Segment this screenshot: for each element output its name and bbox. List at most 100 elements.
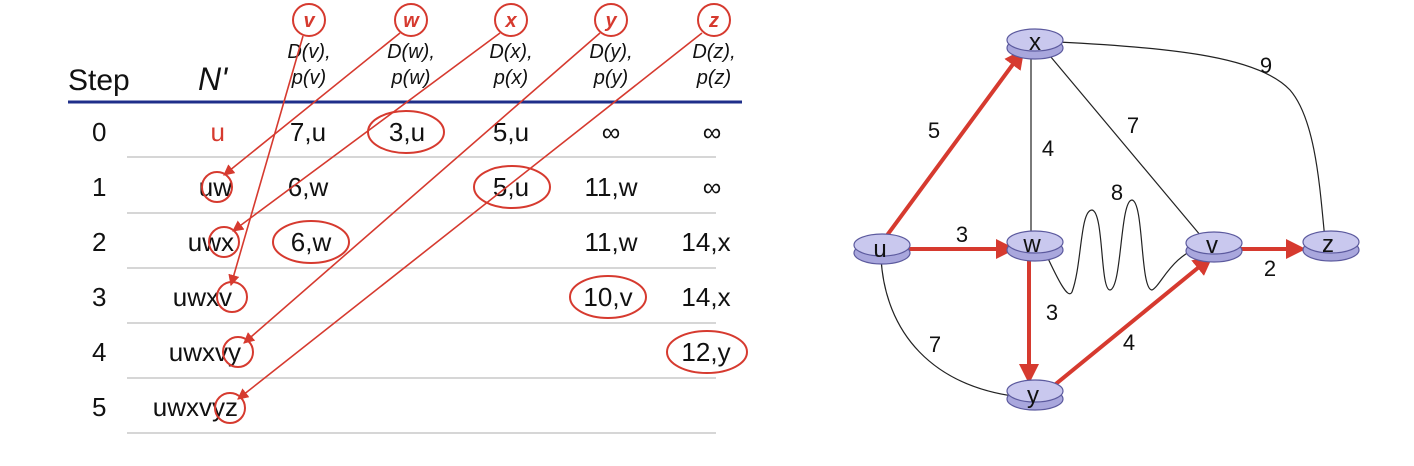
arrow-y-to-step4 (243, 32, 601, 344)
weight-u-y: 7 (929, 332, 941, 357)
column-dist-w: D(w), (387, 41, 435, 63)
arrow-x-to-step2 (232, 32, 501, 232)
selected-y-ellipse (569, 275, 647, 319)
cell-v: 7,u (290, 117, 326, 147)
nprime-cell: uwx (188, 227, 234, 257)
node-label-u: u (873, 236, 886, 263)
node-label-y: y (1027, 382, 1039, 409)
weight-v-z: 2 (1264, 256, 1276, 281)
router-icon (1185, 231, 1243, 255)
cell-y: 11,w (585, 227, 638, 257)
selected-z-ellipse (666, 330, 748, 374)
cell-y: 11,w (585, 172, 638, 202)
cell-z: 14,x (681, 282, 730, 312)
diagonal-arrows (223, 32, 703, 400)
table-row: 2 uwx 6,w 11,w 14,x (92, 227, 731, 257)
edge-x-z (1057, 41, 1326, 241)
edge-u-y (880, 257, 1031, 399)
column-pred-z: p(z) (696, 67, 731, 89)
cell-v: 6,w (288, 172, 329, 202)
node-label-w: w (1022, 231, 1041, 258)
column-node-x: x (504, 10, 517, 32)
column-pred-x: p(x) (493, 67, 528, 89)
column-pred-w: p(w) (391, 67, 431, 89)
cell-z: 14,x (681, 227, 730, 257)
added-w-circle (201, 171, 233, 203)
arrow-z-to-step5 (237, 32, 703, 400)
column-dist-y: D(y), (589, 41, 632, 63)
node-z-circle (697, 3, 731, 37)
step-cell: 3 (92, 282, 106, 312)
selection-ellipses (201, 110, 748, 424)
step-header: Step (68, 64, 130, 97)
node-label-z: z (1322, 231, 1334, 258)
column-header-y: y D(y), p(y) (589, 3, 633, 89)
router-node-x: x (1006, 28, 1064, 60)
column-node-w: w (403, 10, 420, 32)
column-pred-y: p(y) (593, 67, 628, 89)
column-node-y: y (604, 10, 617, 32)
node-x-circle (494, 3, 528, 37)
table-row: 0 u 7,u 3,u 5,u ∞ ∞ (92, 117, 721, 147)
node-w-circle (394, 3, 428, 37)
router-node-y: y (1006, 379, 1064, 411)
nprime-cell: uwxvyz (153, 392, 238, 422)
nprime-cell: u (211, 117, 225, 147)
cell-z: 12,y (681, 337, 730, 367)
graph-edges (880, 41, 1326, 399)
selected-v-ellipse (272, 220, 350, 264)
cell-z: ∞ (703, 117, 722, 147)
column-header-w: w D(w), p(w) (387, 3, 435, 89)
edge-w-v (1044, 199, 1208, 295)
router-node-w: w (1006, 230, 1064, 262)
node-label-x: x (1029, 29, 1041, 56)
arrow-v-to-step3 (228, 35, 304, 287)
weight-y-v: 4 (1123, 330, 1135, 355)
node-y-circle (594, 3, 628, 37)
nprime-cell: uw (199, 172, 232, 202)
weight-w-v: 8 (1111, 180, 1123, 205)
column-header-v: v D(v), p(v) (287, 3, 331, 89)
added-z-circle (214, 392, 246, 424)
router-icon (1302, 230, 1360, 254)
edge-x-v (1039, 43, 1207, 243)
router-icon (1006, 379, 1064, 403)
path-y-v (1044, 255, 1214, 394)
edge-weights: 5 3 7 4 7 9 8 3 4 2 (928, 53, 1276, 357)
path-u-x (883, 48, 1025, 240)
nprime-cell: uwxvy (169, 337, 241, 367)
column-dist-z: D(z), (692, 41, 735, 63)
table-row: 5 uwxvyz (92, 392, 238, 422)
node-label-v: v (1206, 232, 1218, 259)
added-y-circle (222, 336, 254, 368)
network-graph: 5 3 7 4 7 9 8 3 4 2 x u w (853, 28, 1360, 411)
selected-w-ellipse (367, 110, 445, 154)
table-row: 3 uwxv 10,v 14,x (92, 282, 731, 312)
cell-z: ∞ (703, 172, 722, 202)
weight-x-z: 9 (1260, 53, 1272, 78)
cell-y: 10,v (583, 282, 632, 312)
router-icon (853, 233, 911, 257)
added-x-circle (208, 226, 240, 258)
step-cell: 0 (92, 117, 106, 147)
shortest-path-edges (883, 48, 1306, 394)
column-pred-v: p(v) (291, 67, 326, 89)
column-header-z: z D(z), p(z) (692, 3, 736, 89)
weight-x-w: 4 (1042, 136, 1054, 161)
column-dist-v: D(v), (287, 41, 330, 63)
weight-u-w: 3 (956, 222, 968, 247)
cell-w: 3,u (389, 117, 425, 147)
router-node-u: u (853, 233, 911, 265)
column-header-x: x D(x), p(x) (489, 3, 533, 89)
router-icon (1006, 230, 1064, 254)
step-cell: 2 (92, 227, 106, 257)
row-separators (127, 156, 716, 434)
step-cell: 1 (92, 172, 106, 202)
nprime-cell: uwxv (173, 282, 232, 312)
arrow-w-to-step1 (223, 32, 401, 176)
router-node-v: v (1185, 231, 1243, 263)
weight-x-v: 7 (1127, 113, 1139, 138)
column-node-z: z (708, 10, 719, 32)
node-v-circle (292, 3, 326, 37)
